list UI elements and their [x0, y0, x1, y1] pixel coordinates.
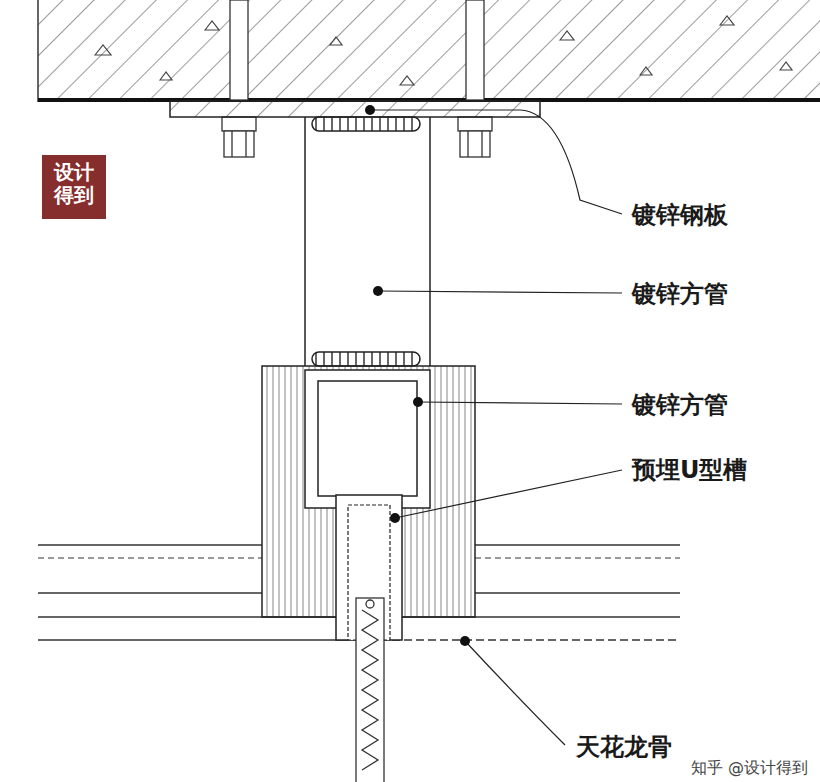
concrete-slab [38, 0, 820, 102]
leader-dot [365, 105, 470, 646]
part-label: 镀锌钢板 [630, 199, 730, 231]
leader-line [370, 110, 622, 745]
weld [312, 352, 420, 366]
anchor-bolt [222, 0, 492, 157]
glass-panel [356, 598, 384, 782]
logo-box: 设计 得到 [42, 155, 106, 219]
logo-text: 设计 得到 [53, 161, 95, 207]
steel-plate [170, 101, 540, 117]
part-label: 镀锌方管 [630, 389, 730, 421]
part-label: 镀锌方管 [630, 278, 730, 310]
weld [312, 117, 420, 131]
square-tube [305, 117, 430, 366]
watermark: 知乎 @设计得到 [689, 758, 810, 779]
part-label: 天花龙骨 [574, 731, 674, 763]
part-label: 预埋U型槽 [630, 454, 750, 486]
